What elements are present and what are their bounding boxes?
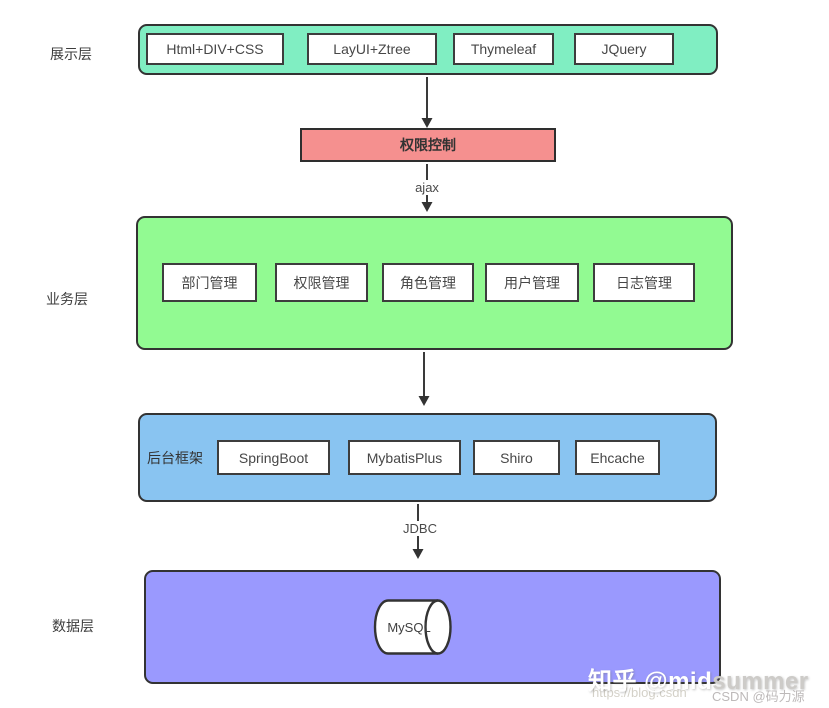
box-springboot: SpringBoot (217, 440, 330, 475)
box-layui-ztree: LayUI+Ztree (307, 33, 437, 65)
business-layer-label: 业务层 (46, 291, 88, 307)
csdn-watermark: CSDN @码力源 (712, 689, 805, 704)
ajax-label: ajax (411, 180, 443, 195)
zhihu-watermark: 知乎 @midsummer (588, 661, 809, 696)
business-layer-box: 部门管理 权限管理 角色管理 用户管理 日志管理 (136, 216, 733, 350)
permission-control-box: 权限控制 (300, 128, 556, 162)
presentation-layer-box: Html+DIV+CSS LayUI+Ztree Thymeleaf JQuer… (138, 24, 718, 75)
zhihu-watermark-gray-part: summer (712, 668, 809, 695)
box-shiro: Shiro (473, 440, 560, 475)
box-ehcache: Ehcache (575, 440, 660, 475)
box-user-mgmt: 用户管理 (485, 263, 579, 302)
arrow-business-to-backend (418, 352, 430, 406)
permission-control-label: 权限控制 (400, 137, 456, 153)
zhihu-watermark-white-part: 知乎 @mid (588, 668, 713, 695)
url-watermark: https://blog.csdn (592, 685, 687, 700)
box-permission-mgmt: 权限管理 (275, 263, 368, 302)
mysql-cylinder-icon: MySQL (372, 598, 453, 656)
box-log-mgmt: 日志管理 (593, 263, 695, 302)
jdbc-label: JDBC (399, 521, 441, 536)
box-jquery: JQuery (574, 33, 674, 65)
data-layer-label: 数据层 (52, 618, 94, 634)
mysql-label: MySQL (387, 620, 430, 635)
backend-layer-label: 后台框架 (147, 449, 203, 466)
data-layer-box: MySQL (144, 570, 721, 684)
box-mybatisplus: MybatisPlus (348, 440, 461, 475)
box-html-div-css: Html+DIV+CSS (146, 33, 284, 65)
box-thymeleaf: Thymeleaf (453, 33, 554, 65)
box-department-mgmt: 部门管理 (162, 263, 257, 302)
presentation-layer-label: 展示层 (50, 46, 92, 62)
backend-layer-box: 后台框架 SpringBoot MybatisPlus Shiro Ehcach… (138, 413, 717, 502)
box-role-mgmt: 角色管理 (382, 263, 474, 302)
arrow-presentation-to-permission (421, 77, 433, 128)
